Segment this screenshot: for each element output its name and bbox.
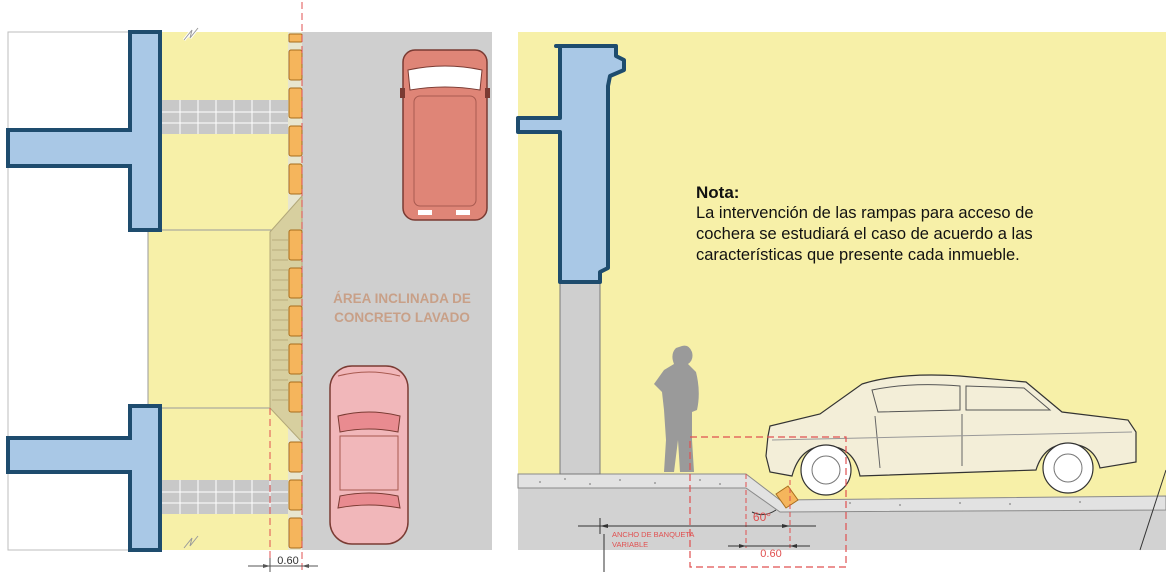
plan-dimension-label: 0.60	[277, 555, 298, 567]
note-line: características que presente cada inmueb…	[696, 246, 1020, 264]
plan-car-pink	[329, 365, 409, 545]
section-sidewalk-width-label-line2: VARIABLE	[612, 540, 648, 549]
section-ground	[518, 488, 1166, 550]
plan-wall-bottom	[6, 404, 162, 552]
note-block: Nota: La intervención de las rampas para…	[696, 183, 1166, 266]
section-curb-block	[775, 485, 799, 509]
section-ramp-dimension-label: 0.60	[760, 548, 781, 560]
plan-paving-top	[162, 100, 288, 134]
section-sidewalk-width-dimension: ANCHO DE BANQUETA VARIABLE	[578, 518, 816, 572]
section-person-silhouette	[654, 345, 699, 472]
section-wall-profile	[516, 44, 626, 284]
section-column	[559, 281, 601, 475]
plan-paving-bottom	[162, 480, 288, 514]
plan-ramp-hatch	[272, 239, 288, 401]
note-line: cochera se estudiará el caso de acuerdo …	[696, 225, 1033, 243]
note-title: Nota:	[696, 183, 740, 202]
plan-area-label-line2: CONCRETO LAVADO	[334, 310, 470, 325]
section-angle-arc	[751, 509, 777, 516]
plan-view: ÁREA INCLINADA DE CONCRETO LAVADO 0.60	[6, 2, 492, 572]
section-sidewalk-width-label-line1: ANCHO DE BANQUETA	[612, 530, 694, 539]
section-car	[765, 374, 1137, 496]
section-angle-label: 60°	[753, 510, 771, 524]
section-ramp-dimension: 0.60	[728, 544, 810, 560]
plan-dimension: 0.60	[248, 555, 318, 572]
plan-curb-blocks	[288, 33, 303, 549]
plan-break-mark	[183, 535, 199, 549]
note-line: La intervención de las rampas para acces…	[696, 204, 1034, 222]
plan-area-label-line1: ÁREA INCLINADA DE	[333, 291, 471, 306]
section-detail-box	[689, 436, 847, 568]
section-cut-line	[1139, 469, 1166, 551]
section-view: 60° ANCHO DE BANQUETA VARIABLE 0.60	[516, 32, 1166, 572]
plan-break-mark	[183, 27, 199, 41]
section-sidewalk-slab	[517, 473, 1166, 513]
plan-wall-top	[6, 30, 162, 232]
plan-car-red	[400, 49, 490, 221]
section-slab-texture	[539, 478, 1081, 506]
